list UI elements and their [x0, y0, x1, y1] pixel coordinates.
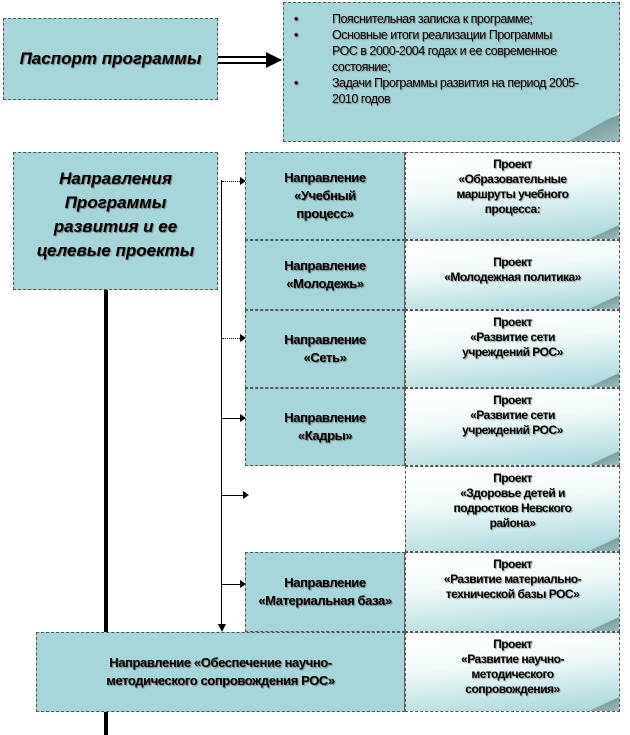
notes-item: • Задачи Программы развития на период 200…: [294, 75, 592, 107]
arrow-line-top: [218, 56, 268, 58]
arrow-right-icon: [243, 491, 249, 499]
notes-item: • Пояснительная записка к программе;: [294, 11, 533, 27]
notes-item: • Основные итоги реализации Программы РОС…: [294, 27, 562, 75]
folded-corner-icon: [589, 617, 619, 631]
project-name: «Молодежная политика»: [444, 270, 581, 284]
project-name: «Развитие сети учреждений РОС»: [462, 330, 563, 359]
directions-box: Направления Программы развития и ее целе…: [13, 152, 218, 290]
project-material: Проект«Развитие материально-технической …: [405, 552, 620, 632]
direction-staff: Направление «Кадры»: [245, 388, 405, 466]
bullet-icon: •: [294, 76, 298, 90]
project-label: Проект: [493, 471, 532, 485]
direction-label: Направление «Сеть»: [284, 332, 366, 365]
direction-material: Направление «Материальная база»: [245, 552, 405, 632]
direction-label: Направление «Молодежь»: [284, 258, 366, 291]
direction-label: Направление «Кадры»: [284, 410, 366, 443]
project-label: Проект: [493, 255, 532, 269]
passport-box: Паспорт программы: [3, 18, 218, 100]
project-methodology: Проект«Развитие научно-методического соп…: [405, 632, 620, 712]
project-name: «Развитие материально-технической базы Р…: [443, 572, 582, 601]
folded-corner-icon: [589, 225, 619, 239]
direction-methodology: Направление «Обеспечение научно-методиче…: [36, 632, 405, 712]
notes-item-text: Основные итоги реализации Программы РОС …: [332, 28, 557, 74]
project-name: «Образовательные маршруты учебного проце…: [456, 172, 570, 216]
bullet-icon: •: [294, 28, 298, 42]
folded-corner-icon: [589, 451, 619, 465]
project-health: Проект«Здоровье детей и подростков Невск…: [405, 466, 620, 552]
notes-item-text: Пояснительная записка к программе;: [332, 12, 533, 26]
project-youth: Проект«Молодежная политика»: [405, 240, 620, 310]
direction-label: Направление «Учебный процесс»: [284, 170, 366, 221]
main-vertical-line: [104, 290, 108, 735]
direction-youth: Направление «Молодежь»: [245, 240, 405, 310]
direction-network: Направление «Сеть»: [245, 310, 405, 388]
passport-title: Паспорт программы: [19, 49, 202, 68]
folded-corner-icon: [569, 113, 619, 141]
direction-label: Направление «Обеспечение научно-методиче…: [106, 655, 335, 688]
direction-study: Направление «Учебный процесс»: [245, 152, 405, 240]
branch-vertical-line: [221, 180, 222, 625]
project-name: «Развитие научно-методического сопровожд…: [461, 652, 564, 696]
project-name: «Развитие сети учреждений РОС»: [462, 408, 563, 437]
double-arrow-head-icon: [266, 52, 282, 68]
arrow-line-bottom: [218, 62, 268, 64]
project-label: Проект: [493, 557, 532, 571]
project-network: Проект«Развитие сети учреждений РОС»: [405, 310, 620, 388]
notes-item-text: Задачи Программы развития на период 2005…: [332, 76, 579, 106]
project-label: Проект: [493, 637, 532, 651]
folded-corner-icon: [589, 373, 619, 387]
bullet-icon: •: [294, 12, 298, 26]
project-staff: Проект«Развитие сети учреждений РОС»: [405, 388, 620, 466]
project-label: Проект: [493, 393, 532, 407]
project-study: Проект«Образовательные маршруты учебного…: [405, 152, 620, 240]
project-name: «Здоровье детей и подростков Невского ра…: [453, 486, 572, 530]
connector: [222, 338, 242, 339]
notes-box: • Пояснительная записка к программе; • Осн…: [283, 2, 620, 142]
direction-label: Направление «Материальная база»: [258, 575, 392, 608]
connector: [222, 418, 242, 419]
arrow-right-icon: [240, 580, 246, 588]
arrow-right-icon: [240, 414, 246, 422]
arrow-right-icon: [240, 334, 246, 342]
folded-corner-icon: [589, 295, 619, 309]
directions-title: Направления Программы развития и ее целе…: [36, 169, 195, 260]
project-label: Проект: [493, 157, 532, 171]
connector: [222, 584, 242, 585]
arrow-right-icon: [240, 177, 246, 185]
connector: [222, 181, 242, 182]
folded-corner-icon: [589, 537, 619, 551]
project-label: Проект: [493, 315, 532, 329]
arrow-down-icon: [218, 624, 226, 632]
folded-corner-icon: [589, 697, 619, 711]
connector: [222, 495, 244, 496]
